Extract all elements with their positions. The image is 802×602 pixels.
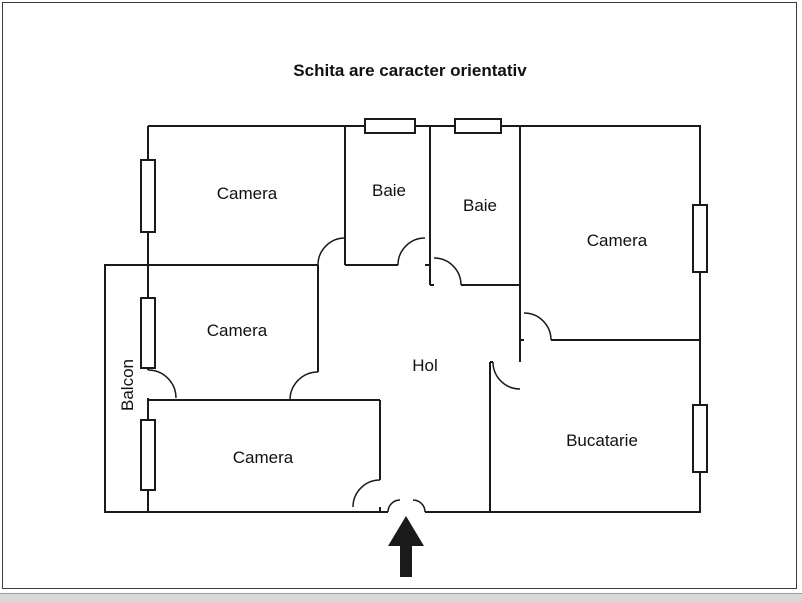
door-arc-camera-middle	[289, 371, 319, 401]
door-arc-bucatarie	[492, 361, 521, 390]
room-label-hol: Hol	[412, 356, 438, 375]
entrance-arc-left	[387, 499, 401, 513]
window-top-baie-left	[364, 118, 416, 134]
inner-walls-left	[148, 265, 381, 512]
room-label-camera-top-left: Camera	[217, 184, 278, 203]
room-label-camera-bottom: Camera	[233, 448, 294, 467]
window-balcon-upper	[140, 297, 156, 369]
room-label-bucatarie: Bucatarie	[566, 431, 638, 450]
page-border-frame	[2, 2, 797, 589]
inner-walls-top	[148, 126, 521, 340]
window-left-camera-top	[140, 159, 156, 233]
room-label-baie-right: Baie	[463, 196, 497, 215]
windows	[140, 118, 708, 491]
door-arc-camera-right	[523, 312, 552, 341]
door-arc-camera-top-left	[317, 237, 346, 266]
door-arc-baie-left	[397, 237, 426, 266]
page-title: Schita are caracter orientativ	[293, 61, 527, 80]
room-label-camera-middle: Camera	[207, 321, 268, 340]
window-right-camera	[692, 204, 708, 273]
inner-walls-right	[489, 339, 700, 512]
room-label-baie-left: Baie	[372, 181, 406, 200]
door-arcs	[147, 237, 552, 513]
entrance-arrow-icon	[388, 516, 424, 577]
room-label-camera-right: Camera	[587, 231, 648, 250]
walls	[104, 125, 701, 513]
bottom-edge-strip	[0, 593, 802, 602]
window-right-bucatarie	[692, 404, 708, 473]
entrance-arc-right	[412, 499, 426, 513]
door-arc-camera-bottom	[352, 479, 381, 508]
window-balcon-lower	[140, 419, 156, 491]
door-arc-balcon	[147, 369, 177, 399]
room-label-balcon: Balcon	[118, 359, 137, 411]
window-top-baie-right	[454, 118, 502, 134]
door-arc-baie-right	[433, 257, 462, 286]
